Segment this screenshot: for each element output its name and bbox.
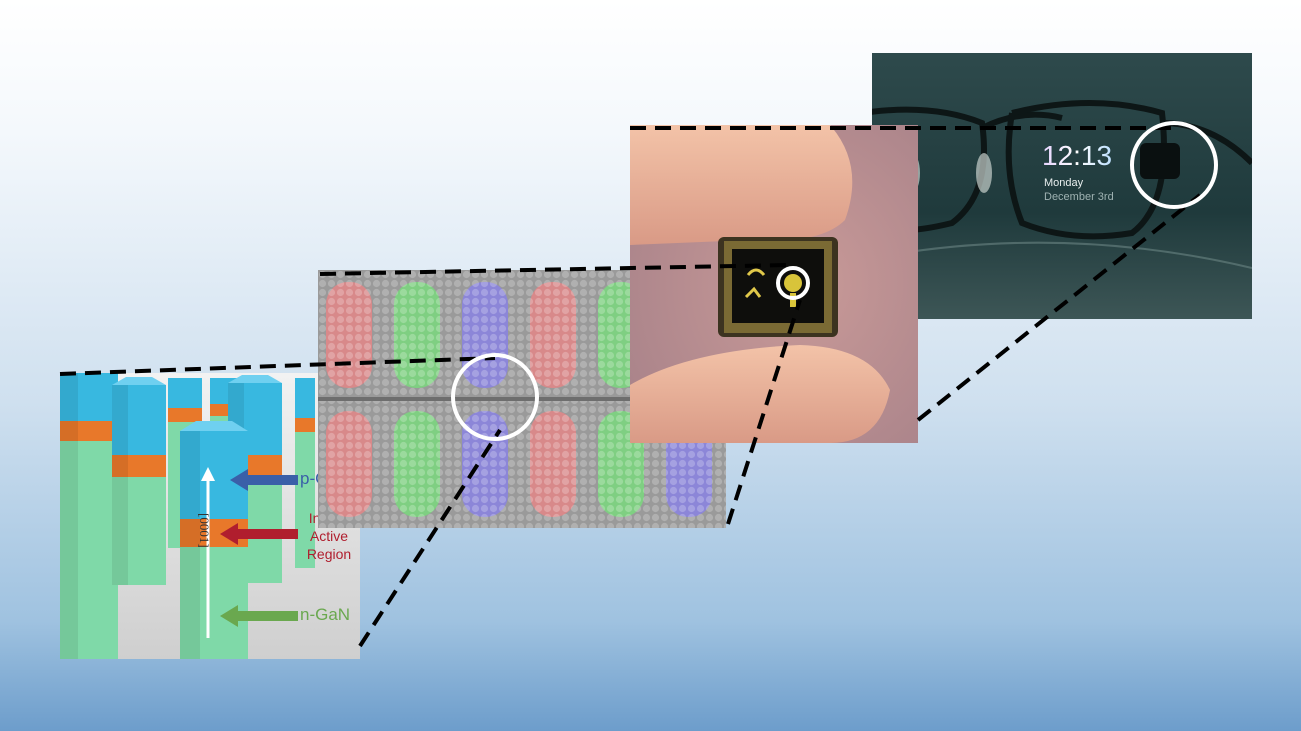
ingan-label-line3: Region — [306, 546, 352, 562]
nanowire-middle — [112, 377, 166, 585]
temple-projector-icon — [1140, 143, 1180, 179]
display-time: 12:13 — [1042, 140, 1112, 171]
nanowire-left — [60, 373, 118, 659]
chip-icon — [718, 237, 838, 337]
chip-photo — [630, 125, 918, 443]
chip-photo-panel — [630, 125, 918, 443]
ingan-arrow — [220, 523, 298, 545]
p-gan-arrow — [230, 469, 298, 491]
growth-axis-arrow — [201, 467, 215, 638]
display-day: Monday — [1044, 177, 1084, 189]
nanowire-illustration: [0001] — [60, 373, 360, 659]
axis-label: [0001] — [197, 513, 212, 548]
ingan-label-line2: Active — [309, 528, 349, 544]
n-gan-label: n-GaN — [300, 605, 351, 624]
smart-glasses-panel: 12:13 Monday December 3rd — [872, 53, 1252, 319]
display-date: December 3rd — [1044, 191, 1114, 203]
n-gan-arrow — [220, 605, 298, 627]
nanowire-panel: [0001] p-GaN InGaN Active Region n-GaN — [60, 373, 360, 659]
upper-finger — [630, 125, 853, 245]
smart-glasses-photo: 12:13 Monday December 3rd — [872, 53, 1252, 319]
